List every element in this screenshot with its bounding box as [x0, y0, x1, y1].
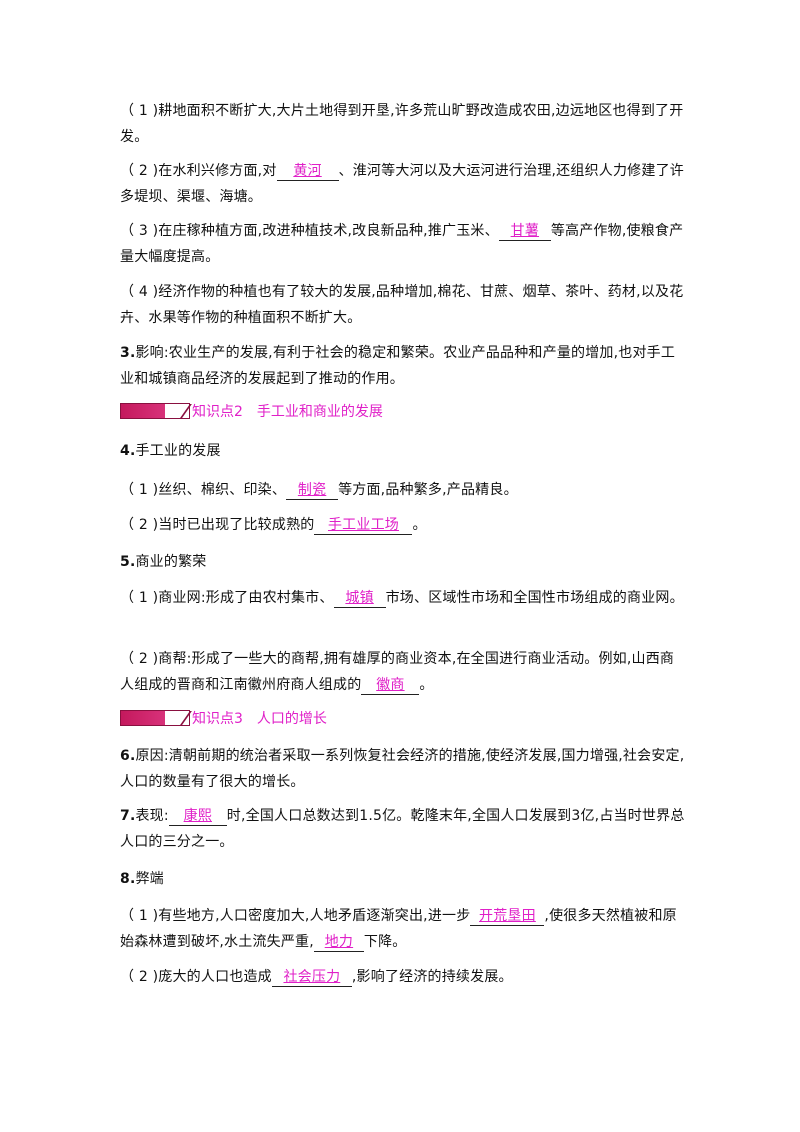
paragraph-crops: （ 3 )在庄稼种植方面,改进种植技术,改良新品种,推广玉米、甘薯等高产作物,使…	[120, 223, 684, 265]
paragraph-population-cause: 6.原因:清朝前期的统治者采取一系列恢复社会经济的措施,使经济发展,国力增强,社…	[120, 748, 685, 790]
paragraph-farmland: （ 1 )耕地面积不断扩大,大片土地得到开垦,许多荒山旷野改造成农田,边远地区也…	[120, 103, 684, 145]
paragraph-workshops: （ 2 )当时已出现了比较成熟的手工业工场。	[120, 517, 427, 535]
paragraph-irrigation: （ 2 )在水利兴修方面,对黄河、淮河等大河以及大运河进行治理,还组织人力修建了…	[120, 163, 684, 205]
paragraph-commerce-network: （ 1 )商业网:形成了由农村集市、城镇市场、区域性市场和全国性市场组成的商业网…	[120, 590, 684, 608]
paragraph-cash-crops: （ 4 )经济作物的种植也有了较大的发展,品种增加,棉花、甘蔗、烟草、茶叶、药材…	[120, 284, 684, 326]
section-marker-icon	[120, 710, 190, 726]
paragraph-textiles: （ 1 )丝织、棉织、印染、制瓷等方面,品种繁多,产品精良。	[120, 482, 518, 500]
knowledge-point-3-heading: 知识点3 人口的增长	[120, 709, 327, 727]
answer-blank: 社会压力	[271, 969, 352, 987]
paragraph-social-pressure: （ 2 )庞大的人口也造成社会压力,影响了经济的持续发展。	[120, 969, 513, 987]
knowledge-point-2-heading: 知识点2 手工业和商业的发展	[120, 402, 383, 420]
heading-handicraft: 4.手工业的发展	[120, 443, 221, 459]
answer-blank: 制瓷	[286, 482, 339, 500]
section-marker-icon	[120, 403, 190, 419]
heading-commerce: 5.商业的繁荣	[120, 554, 207, 570]
paragraph-influence: 3.影响:农业生产的发展,有利于社会的稳定和繁荣。农业产品品种和产量的增加,也对…	[120, 345, 676, 387]
paragraph-population-performance: 7.表现:康熙时,全国人口总数达到1.5亿。乾隆末年,全国人口发展到3亿,占当时…	[120, 808, 685, 850]
paragraph-land-pressure: （ 1 )有些地方,人口密度加大,人地矛盾逐渐突出,进一步开荒垦田,使很多天然植…	[120, 908, 677, 952]
answer-blank: 康熙	[168, 808, 227, 826]
answer-blank: 徽商	[361, 677, 420, 695]
paragraph-merchant-groups: （ 2 )商帮:形成了一些大的商帮,拥有雄厚的商业资本,在全国进行商业活动。例如…	[120, 651, 675, 695]
answer-blank: 开荒垦田	[470, 908, 545, 926]
answer-blank: 甘薯	[498, 223, 551, 241]
answer-blank: 城镇	[333, 590, 386, 608]
answer-blank: 地力	[313, 934, 364, 952]
answer-blank: 手工业工场	[314, 517, 413, 535]
heading-drawbacks: 8.弊端	[120, 871, 164, 887]
answer-blank: 黄河	[276, 163, 339, 181]
